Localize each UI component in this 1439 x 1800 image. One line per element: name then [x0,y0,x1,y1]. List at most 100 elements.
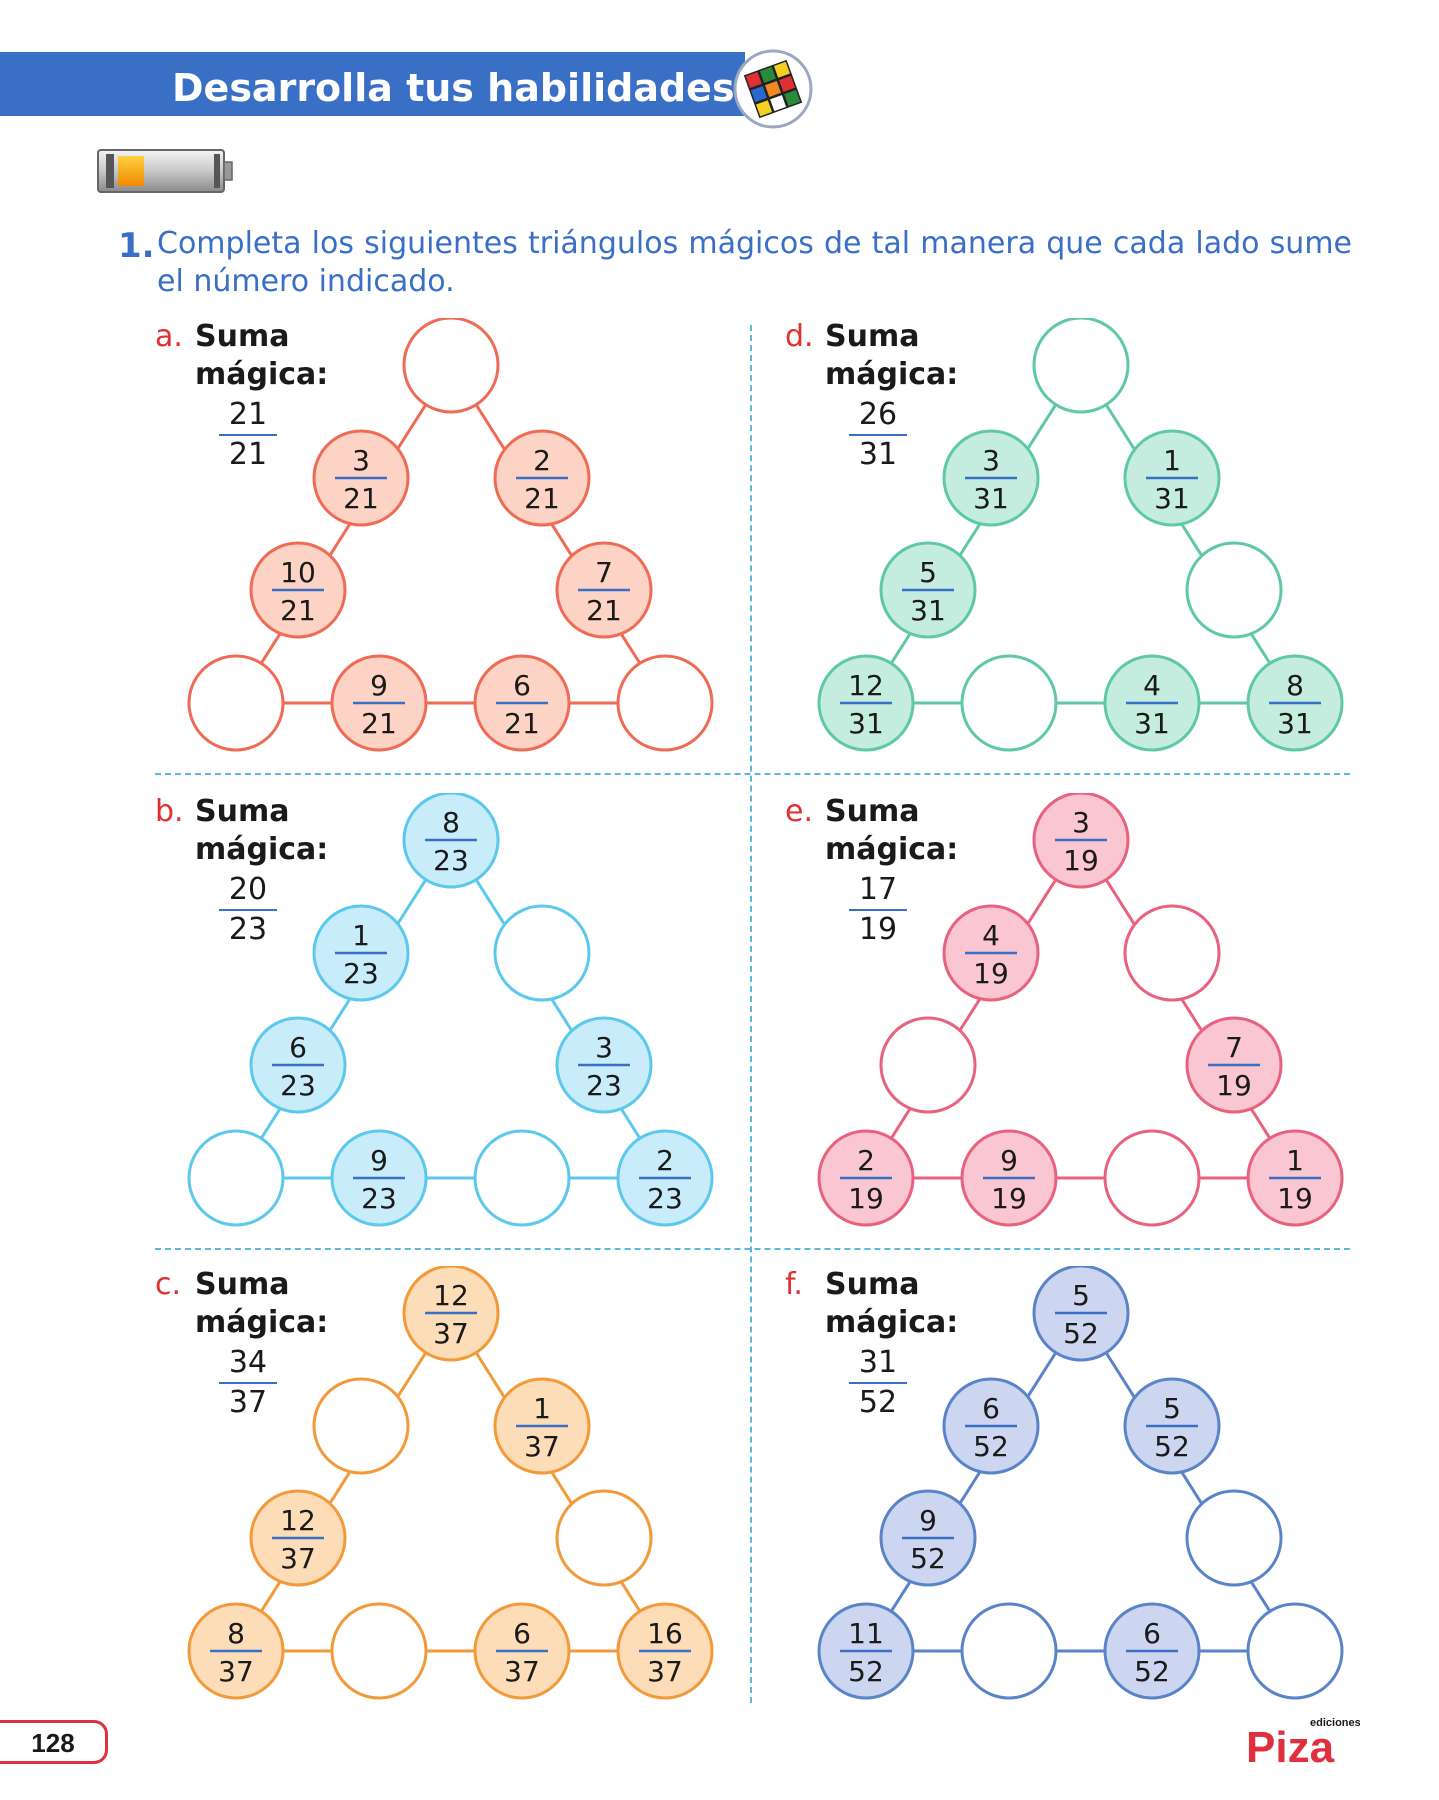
empty-circle-bottom-1[interactable] [960,654,1058,752]
circle-shape[interactable] [312,1377,410,1475]
empty-circle-bottom-right[interactable] [1246,1602,1344,1700]
fraction-denominator: 21 [524,482,560,515]
fraction-bar [219,434,277,436]
empty-circle-right-2[interactable] [1185,541,1283,639]
empty-circle-top[interactable] [402,318,500,414]
problem-label: f. [785,1267,803,1302]
magic-sum-denominator: 52 [858,1385,898,1420]
fraction-denominator: 31 [1154,482,1190,515]
fraction-circle-left-1: 331 [942,429,1040,527]
empty-circle-bottom-right[interactable] [616,654,714,752]
fraction-denominator: 31 [973,482,1009,515]
fraction-denominator: 19 [1063,844,1099,877]
circle-shape[interactable] [1103,1129,1201,1227]
fraction-circle-right-1: 131 [1123,429,1221,527]
problem-label: d. [785,319,814,354]
fraction-numerator: 7 [1225,1031,1243,1064]
magic-sum-numerator: 31 [858,1345,898,1380]
magic-sum-numerator: 20 [228,872,268,907]
fraction-circle-right-2: 323 [555,1016,653,1114]
magic-sum-title-line1: Suma [195,319,290,354]
magic-sum-denominator: 37 [228,1385,268,1420]
fraction-numerator: 6 [289,1031,307,1064]
circle-shape[interactable] [187,1129,285,1227]
fraction-numerator: 5 [919,556,937,589]
fraction-numerator: 6 [513,669,531,702]
page-title: Desarrolla tus habilidades [172,66,735,110]
triangle-edges [233,837,668,1180]
fraction-numerator: 12 [433,1279,469,1312]
magic-sum-title-line1: Suma [825,319,920,354]
magic-sum-title-line2: mágica: [195,357,329,392]
fraction-denominator: 21 [343,482,379,515]
circle-shape[interactable] [473,1129,571,1227]
fraction-circle-bottom-2: 431 [1103,654,1201,752]
empty-circle-bottom-1[interactable] [960,1602,1058,1700]
empty-circle-bottom-left[interactable] [187,654,285,752]
empty-circle-right-1[interactable] [1123,904,1221,1002]
fraction-numerator: 3 [982,444,1000,477]
empty-circle-bottom-2[interactable] [473,1129,571,1227]
fraction-denominator: 31 [1134,707,1170,740]
circle-shape[interactable] [1185,541,1283,639]
magic-sum-title-line2: mágica: [825,357,959,392]
triangle-edges [233,1310,668,1653]
fraction-numerator: 10 [280,556,316,589]
fraction-circle-right-2: 719 [1185,1016,1283,1114]
circle-shape[interactable] [555,1489,653,1587]
magic-sum-title-line2: mágica: [825,832,959,867]
triangle-edges [863,837,1298,1180]
circle-shape[interactable] [330,1602,428,1700]
fraction-circle-bottom-right: 223 [616,1129,714,1227]
fraction-denominator: 23 [647,1182,683,1215]
empty-circle-top[interactable] [1032,318,1130,414]
row-divider-2 [155,1248,1350,1250]
fraction-numerator: 9 [1000,1144,1018,1177]
fraction-numerator: 8 [1286,669,1304,702]
fraction-denominator: 52 [1134,1655,1170,1688]
fraction-numerator: 8 [442,806,460,839]
circle-shape[interactable] [1123,904,1221,1002]
fraction-denominator: 21 [504,707,540,740]
header-banner [0,52,745,116]
circle-shape[interactable] [879,1016,977,1114]
fraction-numerator: 1 [1286,1144,1304,1177]
empty-circle-right-2[interactable] [1185,1489,1283,1587]
empty-circle-left-1[interactable] [312,1377,410,1475]
fraction-circle-bottom-2: 652 [1103,1602,1201,1700]
fraction-denominator: 37 [504,1655,540,1688]
empty-circle-right-1[interactable] [493,904,591,1002]
circle-shape[interactable] [960,654,1058,752]
empty-circle-left-2[interactable] [879,1016,977,1114]
fraction-numerator: 9 [919,1504,937,1537]
circle-shape[interactable] [1246,1602,1344,1700]
circle-shape[interactable] [1032,318,1130,414]
magic-sum-numerator: 26 [858,397,898,432]
rubik-cube-icon [733,49,813,129]
circle-shape[interactable] [493,904,591,1002]
fraction-circle-left-1: 652 [942,1377,1040,1475]
empty-circle-bottom-left[interactable] [187,1129,285,1227]
fraction-numerator: 11 [848,1617,884,1650]
fraction-numerator: 12 [280,1504,316,1537]
empty-circle-right-2[interactable] [555,1489,653,1587]
circle-shape[interactable] [1185,1489,1283,1587]
fraction-denominator: 19 [848,1182,884,1215]
circle-shape[interactable] [960,1602,1058,1700]
empty-circle-bottom-2[interactable] [1103,1129,1201,1227]
circle-shape[interactable] [187,654,285,752]
circle-shape[interactable] [616,654,714,752]
empty-circle-bottom-1[interactable] [330,1602,428,1700]
circle-shape[interactable] [402,318,500,414]
fraction-denominator: 37 [280,1542,316,1575]
